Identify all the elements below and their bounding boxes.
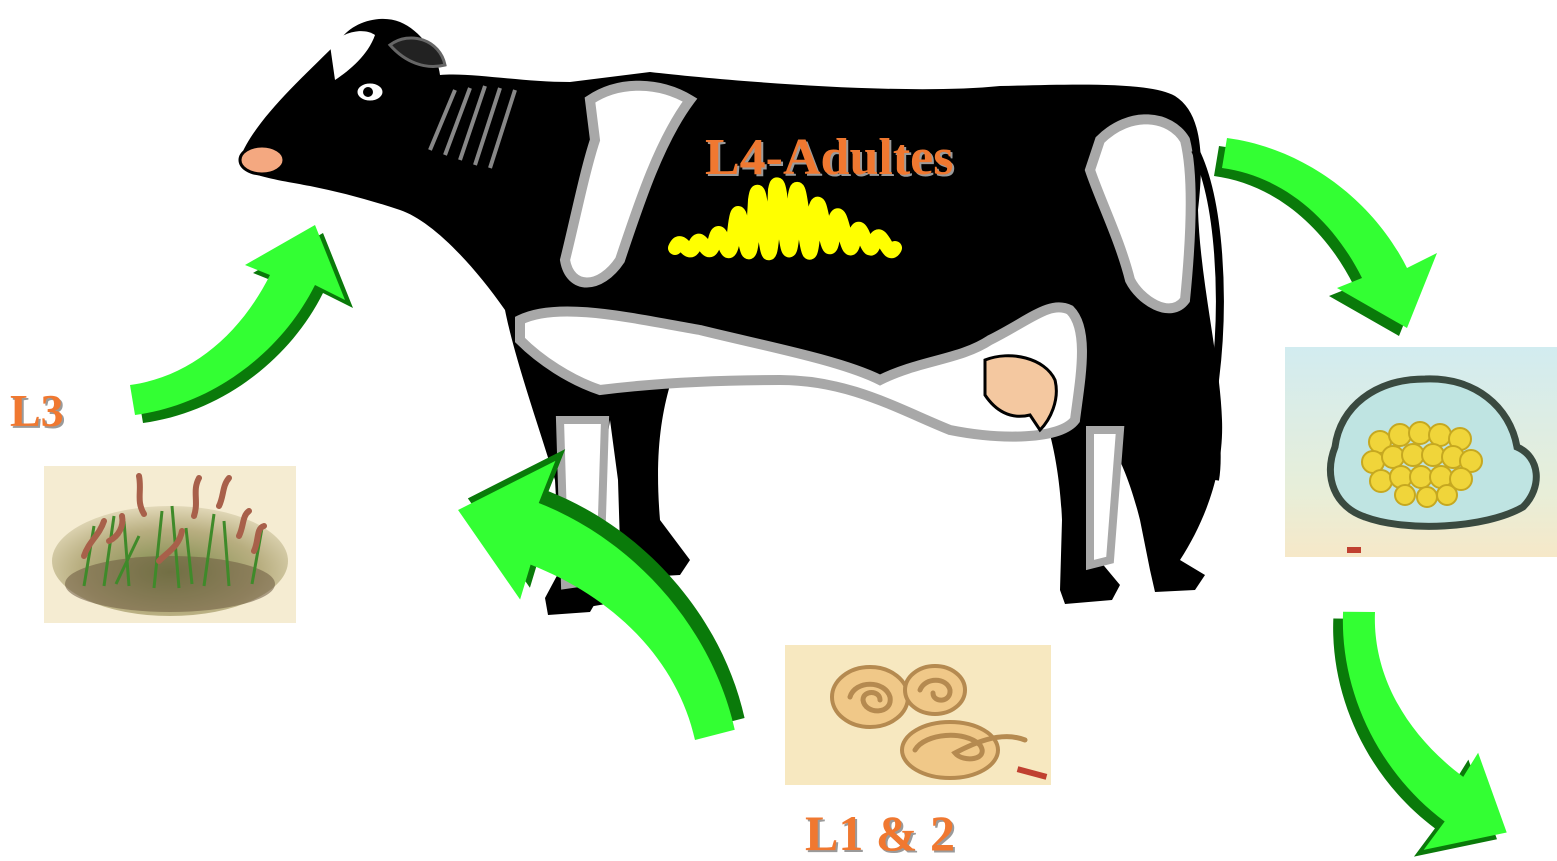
stage-label-l1-2: L1 & 2 (805, 808, 955, 858)
hatching-larvae-panel (785, 645, 1051, 785)
grass-larvae-icon (44, 466, 296, 623)
stage-label-l3: L3 (10, 388, 64, 434)
egg-icon (1285, 347, 1557, 557)
pasture-larvae-panel (44, 466, 296, 623)
egg-panel (1285, 347, 1557, 557)
cycle-arrow-icon (130, 225, 353, 423)
cycle-arrow-icon (1295, 605, 1540, 861)
cycle-arrow-icon (454, 436, 747, 759)
cycle-arrow-icon (1214, 138, 1437, 336)
stage-label-adult: L4-Adultes (705, 132, 953, 184)
larvae-icon (785, 645, 1051, 785)
